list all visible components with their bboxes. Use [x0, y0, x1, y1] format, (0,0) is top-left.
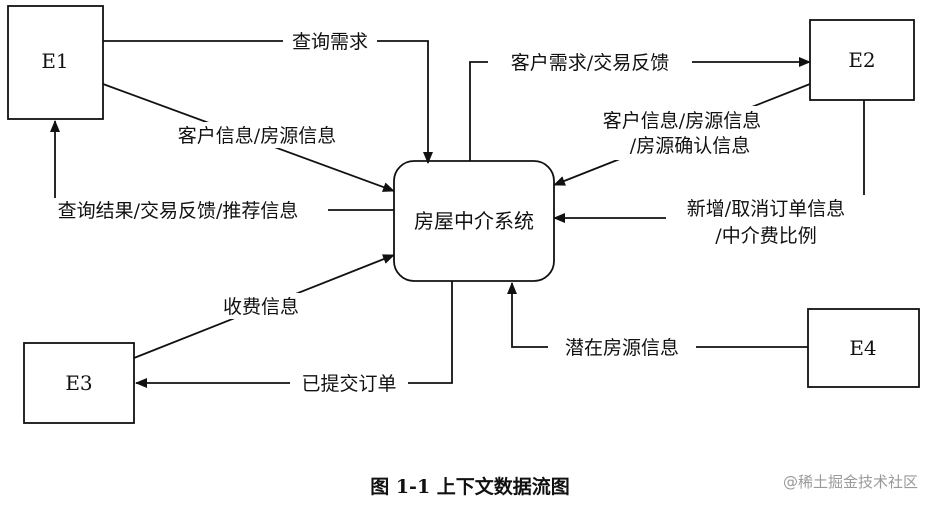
- flow-e1-query-demand: [103, 40, 433, 164]
- flow-to-e3-order: [135, 281, 453, 388]
- flow-to-e2-demand-feedback: [469, 57, 811, 161]
- process-label: 房屋中介系统: [414, 209, 534, 233]
- entity-e1-label: E1: [41, 49, 68, 73]
- entity-e2: E2: [809, 19, 915, 101]
- label-bg: [153, 122, 361, 148]
- label-bg: [666, 195, 868, 249]
- entity-e4: E4: [807, 308, 920, 388]
- label-bg: [548, 335, 696, 361]
- flow-label-to-e3-order: 已提交订单: [301, 373, 396, 395]
- flow-label-to-e1-results: 查询结果/交易反馈/推荐信息: [58, 200, 299, 222]
- label-bg: [290, 371, 408, 397]
- label-bg: [586, 106, 782, 160]
- entity-e2-label: E2: [848, 48, 875, 72]
- flow-label-e2-customer-info-line1: 客户信息/房源信息: [603, 110, 761, 132]
- flow-label-e2-order-line2: /中介费比例: [715, 225, 816, 247]
- flow-label-e2-order-line1: 新增/取消订单信息: [687, 198, 845, 220]
- flow-label-query-demand: 查询需求: [292, 31, 368, 53]
- flow-e4-potential: [507, 282, 808, 348]
- flow-label-e1-customer-info: 客户信息/房源信息: [178, 125, 336, 147]
- label-bg: [28, 198, 328, 224]
- entity-e3: E3: [23, 342, 135, 424]
- label-bg: [488, 49, 692, 75]
- watermark: @稀土掘金技术社区: [783, 473, 918, 491]
- label-bg: [283, 28, 377, 54]
- flow-label-to-e2: 客户需求/交易反馈: [511, 52, 669, 74]
- flow-label-e2-customer-info-line2: /房源确认信息: [630, 135, 750, 157]
- process-housing-agency-system: 房屋中介系统: [393, 160, 555, 282]
- entity-e4-label: E4: [849, 336, 876, 360]
- figure-caption: 图 1-1 上下文数据流图: [370, 475, 570, 498]
- label-bg: [215, 293, 307, 319]
- flow-label-e4-potential: 潜在房源信息: [565, 337, 679, 359]
- entity-e1: E1: [7, 5, 104, 120]
- flow-label-e3-fee: 收费信息: [223, 296, 299, 318]
- entity-e3-label: E3: [65, 371, 92, 395]
